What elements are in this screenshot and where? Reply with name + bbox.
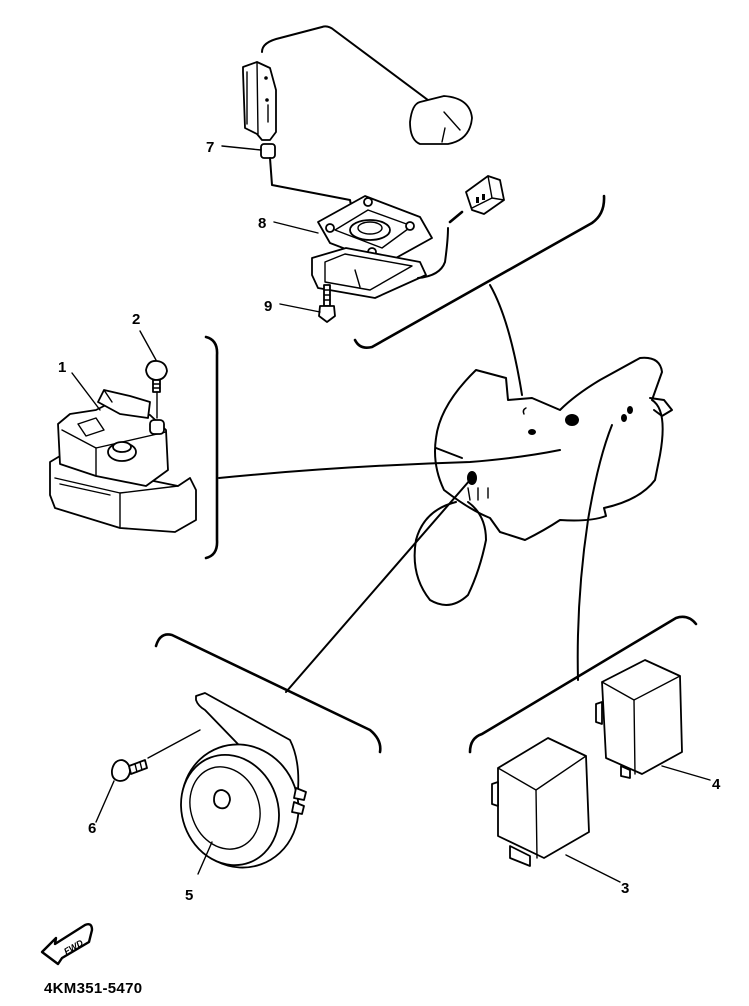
- starter-relay-group: [49, 335, 561, 560]
- relays-group: [468, 424, 698, 867]
- sender-wire: [417, 227, 449, 279]
- relay-part-3: [491, 737, 590, 867]
- leader-starter-relay: [218, 449, 561, 479]
- float: [409, 95, 473, 145]
- bolt-part-6: [111, 729, 201, 782]
- callout-8: 8: [258, 215, 266, 232]
- forward-arrow-icon: FWD: [40, 922, 94, 966]
- screw-part-9: [318, 284, 336, 323]
- bolt-part-2: [145, 360, 168, 419]
- wire-connector: [465, 175, 505, 215]
- horn-group: [111, 479, 471, 869]
- callout-2: 2: [132, 311, 140, 328]
- motorcycle-outline: [413, 356, 673, 606]
- fuel-sender-group: [242, 25, 606, 396]
- leader-horn: [285, 479, 471, 693]
- group-bracket-starter-relay: [204, 335, 219, 560]
- figure-code: 4KM351-5470: [44, 980, 143, 997]
- group-bracket-horn: [154, 633, 382, 754]
- callout-7: 7: [206, 139, 214, 156]
- leader-relays: [576, 424, 613, 681]
- sender-bracket: [242, 61, 277, 141]
- horn-part-5: [180, 692, 307, 869]
- callouts: 7 8 9 1 2 3 4 5 6: [58, 139, 721, 904]
- sender-gasket: [311, 247, 427, 299]
- callout-9: 9: [264, 298, 272, 315]
- clip-part-7: [260, 143, 276, 159]
- callout-5: 5: [185, 887, 193, 904]
- callout-4: 4: [712, 776, 721, 793]
- leader-fuel-sender: [489, 284, 523, 396]
- float-arm: [261, 25, 445, 113]
- relay-part-4: [595, 659, 683, 779]
- sender-flange-part-8: [317, 195, 433, 265]
- callout-1: 1: [58, 359, 66, 376]
- group-bracket-fuel-sender: [353, 194, 606, 349]
- callout-6: 6: [88, 820, 96, 837]
- group-bracket-relays: [468, 615, 698, 754]
- callout-3: 3: [621, 880, 629, 897]
